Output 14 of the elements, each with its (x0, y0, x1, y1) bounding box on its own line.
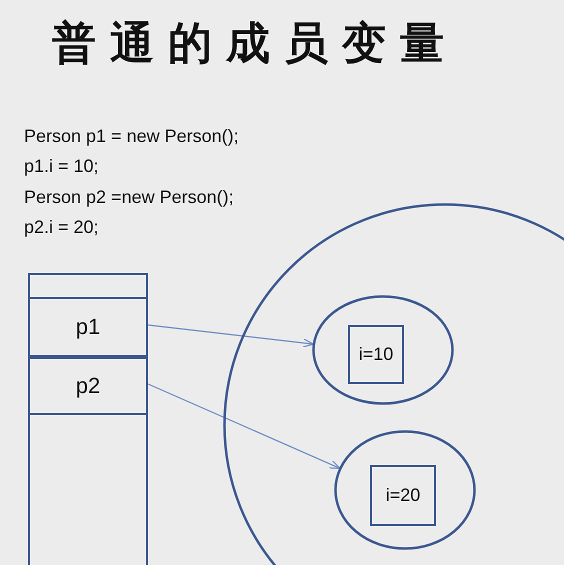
object-ellipse (312, 295, 454, 405)
title: 普通的成员变量 (52, 17, 458, 71)
stack-drawing (28, 273, 148, 565)
code-line: p1.i = 10; (24, 156, 99, 178)
stack-cell: p2 (30, 357, 146, 415)
stack-cell: p1 (30, 297, 146, 357)
object-ellipse (334, 430, 476, 550)
code-line: p2.i = 20; (24, 216, 99, 238)
arrow (148, 324, 314, 348)
field-box: i=10 (348, 325, 404, 384)
code-line: Person p1 = new Person(); (24, 126, 239, 147)
arrow (148, 383, 340, 469)
code-line: Person p2 =new Person(); (24, 186, 234, 208)
field-box: i=20 (370, 465, 436, 526)
